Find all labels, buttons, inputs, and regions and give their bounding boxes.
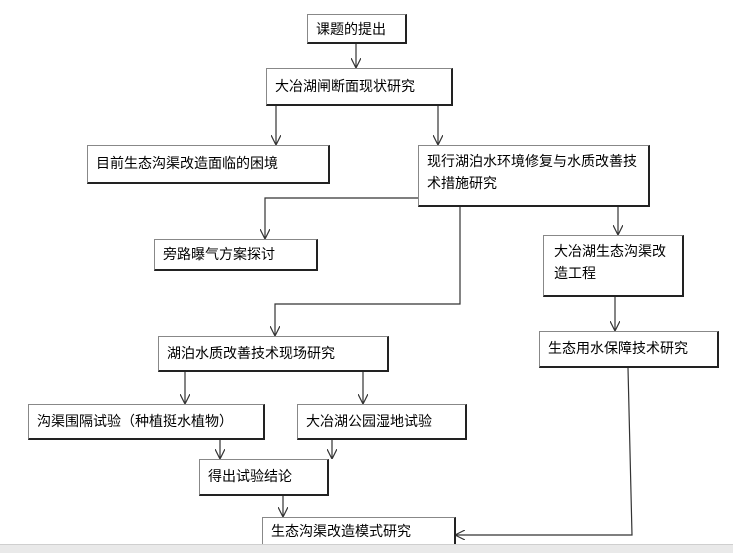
node-bypass: 旁路曝气方案探讨 <box>154 239 318 271</box>
node-park-test: 大冶湖公园湿地试验 <box>297 404 467 440</box>
node-difficulty-label: 目前生态沟渠改造面临的困境 <box>96 156 278 172</box>
node-ditch-test-label: 沟渠围隔试验（种植挺水植物） <box>37 414 233 430</box>
node-water-guarantee: 生态用水保障技术研究 <box>539 331 719 368</box>
node-model-study-label: 生态沟渠改造模式研究 <box>271 524 411 540</box>
node-park-test-label: 大冶湖公园湿地试验 <box>306 414 432 430</box>
node-daye-project-label: 大冶湖生态沟渠改造工程 <box>554 244 666 282</box>
bottom-scroll-strip <box>0 544 733 553</box>
node-tech-study: 现行湖泊水环境修复与水质改善技术措施研究 <box>418 145 650 207</box>
edge-tech-to-bypass <box>265 197 418 238</box>
node-topic: 课题的提出 <box>307 14 407 44</box>
node-ditch-test: 沟渠围隔试验（种植挺水植物） <box>28 404 265 440</box>
node-topic-label: 课题的提出 <box>316 22 386 38</box>
node-tech-study-label: 现行湖泊水环境修复与水质改善技术措施研究 <box>427 154 637 192</box>
node-status-study-label: 大冶湖闸断面现状研究 <box>275 79 415 95</box>
node-water-guarantee-label: 生态用水保障技术研究 <box>548 341 688 357</box>
edge-guarantee-to-model <box>456 367 633 535</box>
edge-tech-to-field <box>275 207 461 335</box>
node-conclusion: 得出试验结论 <box>199 459 329 496</box>
node-daye-project: 大冶湖生态沟渠改造工程 <box>543 235 684 297</box>
node-field-study-label: 湖泊水质改善技术现场研究 <box>167 346 335 362</box>
node-field-study: 湖泊水质改善技术现场研究 <box>158 336 389 372</box>
node-bypass-label: 旁路曝气方案探讨 <box>163 247 275 263</box>
node-difficulty: 目前生态沟渠改造面临的困境 <box>87 145 330 184</box>
node-status-study: 大冶湖闸断面现状研究 <box>266 68 453 106</box>
node-model-study: 生态沟渠改造模式研究 <box>262 517 456 547</box>
node-conclusion-label: 得出试验结论 <box>208 469 292 485</box>
